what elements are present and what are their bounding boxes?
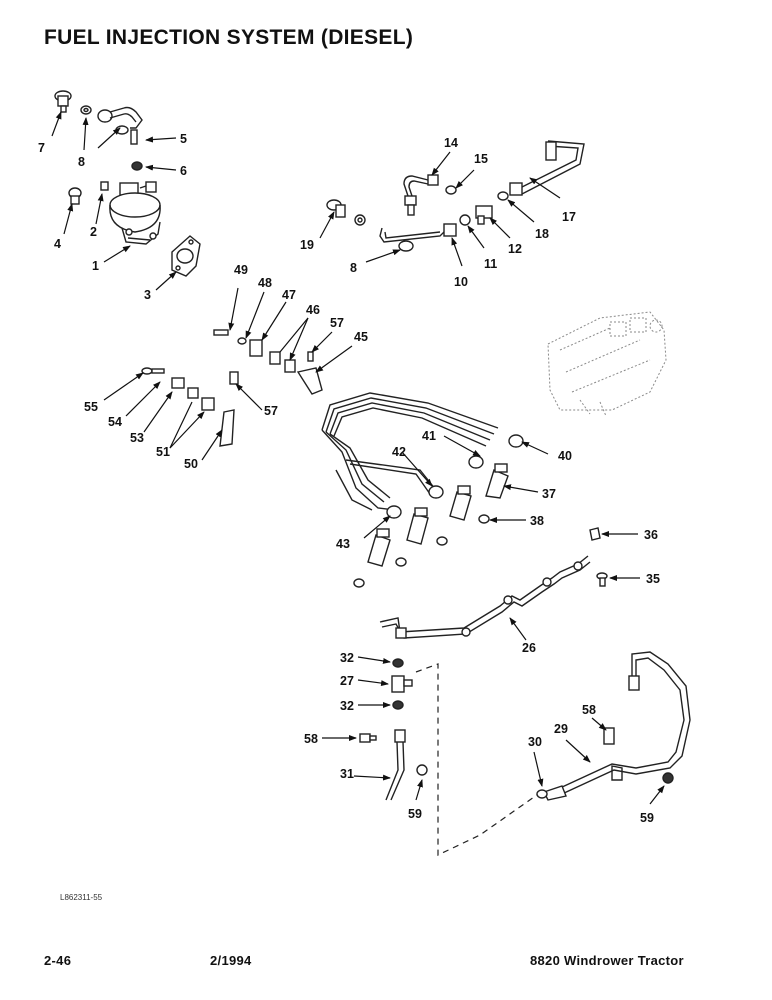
callout-46: 46: [306, 303, 320, 317]
part-fuel-line: [543, 651, 691, 801]
callout-59: 59: [408, 807, 422, 821]
part-injection-lines: [321, 392, 524, 519]
callout-45: 45: [354, 330, 368, 344]
part-return-line: [385, 729, 406, 801]
callout-35: 35: [646, 572, 660, 586]
part-washer: [80, 105, 92, 115]
callout-8: 8: [78, 155, 85, 169]
image-code: L862311-55: [60, 893, 103, 902]
footer-date: 2/1994: [210, 953, 252, 968]
callout-40: 40: [558, 449, 572, 463]
callout-8-b: 8: [350, 261, 357, 275]
footer-page-number: 2-46: [44, 953, 72, 968]
callout-11: 11: [484, 257, 497, 271]
callout-55: 55: [84, 400, 98, 414]
part-seal-washer: [353, 514, 490, 588]
callout-numbers: 7 8 5 6 4 2 1 3 14 15 17 18 12 11 19 8 1…: [38, 132, 660, 825]
callout-32: 32: [340, 651, 354, 665]
callout-41: 41: [422, 429, 436, 443]
part-check-valve: [459, 205, 493, 226]
callout-6: 6: [180, 164, 187, 178]
callout-1: 1: [92, 259, 99, 273]
part-nut: [131, 161, 143, 171]
injection-pump-reference: [547, 311, 667, 417]
page-title: FUEL INJECTION SYSTEM (DIESEL): [44, 26, 414, 49]
part-plug: [100, 181, 109, 191]
part-bracket-hardware: [141, 329, 323, 447]
part-banjo-bolt: [326, 199, 346, 218]
callout-50: 50: [184, 457, 198, 471]
callout-7: 7: [38, 141, 45, 155]
part-washer: [354, 214, 366, 226]
callout-15: 15: [474, 152, 488, 166]
footer-model: 8820 Windrower Tractor: [530, 953, 684, 968]
part-fuel-transfer-pump: [109, 181, 161, 245]
routing-path: [415, 663, 545, 856]
callout-30: 30: [528, 735, 542, 749]
part-nut: [445, 185, 457, 195]
callout-58: 58: [304, 732, 318, 746]
callout-32-b: 32: [340, 699, 354, 713]
callout-38: 38: [530, 514, 544, 528]
callout-58-b: 58: [582, 703, 596, 717]
part-banjo-bolt: [54, 90, 72, 113]
callout-37: 37: [542, 487, 556, 501]
part-fuel-line: [403, 174, 439, 216]
callout-12: 12: [508, 242, 522, 256]
callout-57: 57: [330, 316, 344, 330]
part-fuel-line: [97, 106, 143, 145]
callout-26: 26: [522, 641, 536, 655]
callout-51: 51: [156, 445, 170, 459]
callout-2: 2: [90, 225, 97, 239]
part-sleeve: [536, 789, 548, 799]
part-tee-fitting: [391, 658, 413, 710]
callout-54: 54: [108, 415, 122, 429]
part-nut: [416, 764, 674, 784]
leader-lines: [51, 111, 665, 805]
callout-14: 14: [444, 136, 458, 150]
part-bleed-screw: [603, 727, 615, 745]
callout-59-b: 59: [640, 811, 654, 825]
part-cap-screw: [68, 187, 82, 205]
callout-36: 36: [644, 528, 658, 542]
part-fuel-line: [379, 223, 457, 252]
callout-10: 10: [454, 275, 468, 289]
callout-4: 4: [54, 237, 61, 251]
callout-27: 27: [340, 674, 354, 688]
part-leak-off-line: [379, 555, 591, 639]
callout-42: 42: [392, 445, 406, 459]
part-clip: [589, 527, 601, 541]
callout-18: 18: [535, 227, 549, 241]
part-fuel-injector: [367, 463, 509, 567]
part-fuel-line: [497, 140, 585, 201]
part-gasket: [171, 235, 201, 277]
callout-31: 31: [340, 767, 354, 781]
callout-19: 19: [300, 238, 314, 252]
callout-48: 48: [258, 276, 272, 290]
callout-43: 43: [336, 537, 350, 551]
callout-53: 53: [130, 431, 144, 445]
callout-49: 49: [234, 263, 248, 277]
callout-3: 3: [144, 288, 151, 302]
callout-29: 29: [554, 722, 568, 736]
part-bleed-screw: [359, 733, 377, 743]
part-screw: [596, 572, 608, 587]
callout-47: 47: [282, 288, 296, 302]
callout-57-b: 57: [264, 404, 278, 418]
callout-5: 5: [180, 132, 187, 146]
callout-17: 17: [562, 210, 576, 224]
